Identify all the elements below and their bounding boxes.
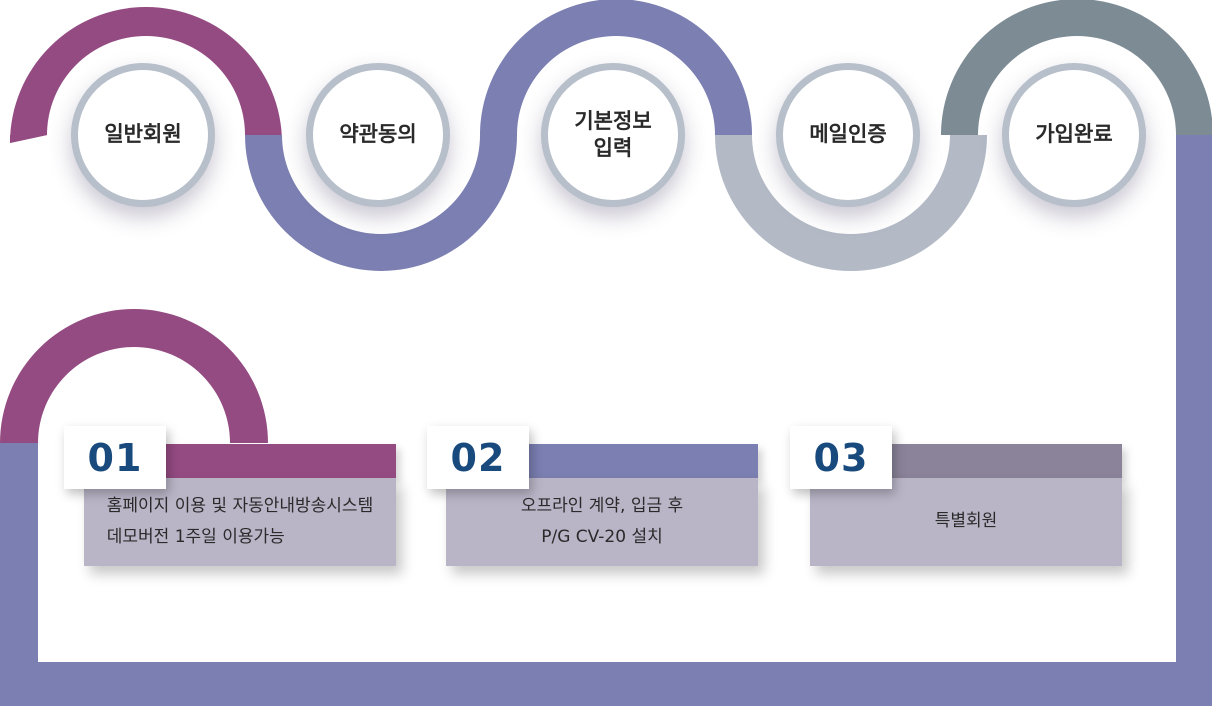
step-label: 가입완료 [1035, 122, 1113, 147]
card-3-number-box: 03 [790, 426, 892, 489]
card-1-number: 01 [87, 435, 143, 480]
wave-segment-1-end [10, 135, 47, 143]
step-label: 메일인증 [809, 122, 887, 147]
step-basic-info: 기본정보 입력 [541, 63, 685, 207]
card-3-number: 03 [813, 435, 869, 480]
card-3: 특별회원 [810, 478, 1122, 566]
wave-segment-5 [941, 0, 1212, 135]
card-1: 홈페이지 이용 및 자동안내방송시스템 데모버전 1주일 이용가능 [84, 478, 396, 566]
card-2-number-box: 02 [427, 426, 529, 489]
card-2: 오프라인 계약, 입금 후 P/G CV-20 설치 [446, 478, 758, 566]
bottom-band [0, 662, 1212, 706]
card-2-text: 오프라인 계약, 입금 후 P/G CV-20 설치 [520, 495, 684, 547]
wave-segment-4 [715, 135, 987, 271]
wave-segment-3 [480, 0, 752, 135]
right-band [1176, 135, 1212, 706]
step-general-member: 일반회원 [71, 63, 215, 207]
card-2-number: 02 [450, 435, 506, 480]
step-email-verification: 메일인증 [776, 63, 920, 207]
step-label: 일반회원 [104, 122, 182, 147]
wave-segment-1 [10, 7, 282, 143]
card-1-number-box: 01 [64, 426, 166, 489]
step-label: 기본정보 입력 [574, 108, 652, 160]
step-terms-agreement: 약관동의 [306, 63, 450, 207]
left-band [0, 443, 38, 706]
card-3-text: 특별회원 [934, 511, 998, 532]
card-1-text: 홈페이지 이용 및 자동안내방송시스템 데모버전 1주일 이용가능 [106, 495, 374, 547]
wave-segment-2 [245, 135, 517, 271]
step-label: 약관동의 [339, 122, 417, 147]
lower-arch [0, 309, 268, 443]
step-signup-complete: 가입완료 [1002, 63, 1146, 207]
